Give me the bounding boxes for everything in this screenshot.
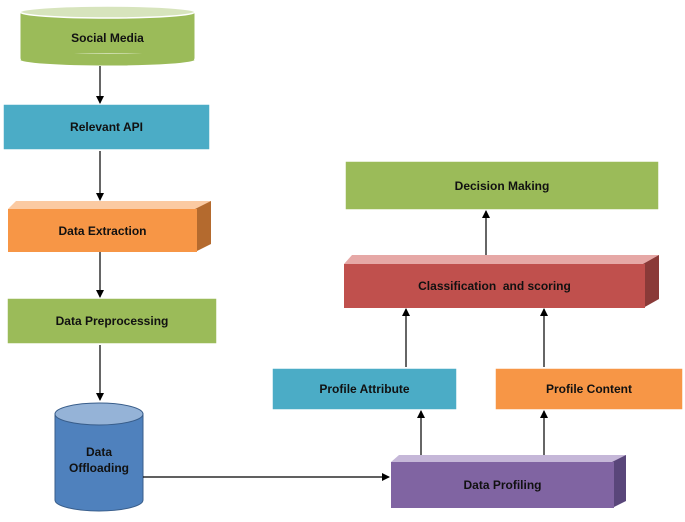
data-offloading-label: Data Offloading	[69, 445, 129, 475]
classification-scoring-node	[344, 255, 659, 308]
data-extraction-label: Data Extraction	[58, 223, 147, 238]
classification-scoring-label: Classification and scoring	[418, 279, 571, 293]
data-preprocessing-node	[6, 297, 218, 345]
decision-making-node	[344, 160, 660, 211]
social-media-node	[19, 5, 196, 67]
data-profiling-node	[391, 455, 626, 508]
relevant-api-label: Relevant API	[70, 120, 143, 134]
relevant-api-node	[2, 103, 211, 151]
data-offloading-node	[54, 402, 144, 512]
profile-attribute-node	[271, 367, 458, 411]
data-preprocessing-label: Data Preprocessing	[55, 314, 169, 328]
data-extraction-node	[8, 201, 211, 252]
profile-content-node	[494, 367, 684, 411]
profile-attribute-label: Profile Attribute	[319, 382, 410, 396]
social-media-label: Social Media	[71, 31, 144, 45]
connectors	[96, 66, 548, 481]
data-profiling-label: Data Profiling	[463, 478, 542, 492]
profile-content-label: Profile Content	[546, 382, 632, 396]
decision-making-label: Decision Making	[454, 178, 550, 193]
